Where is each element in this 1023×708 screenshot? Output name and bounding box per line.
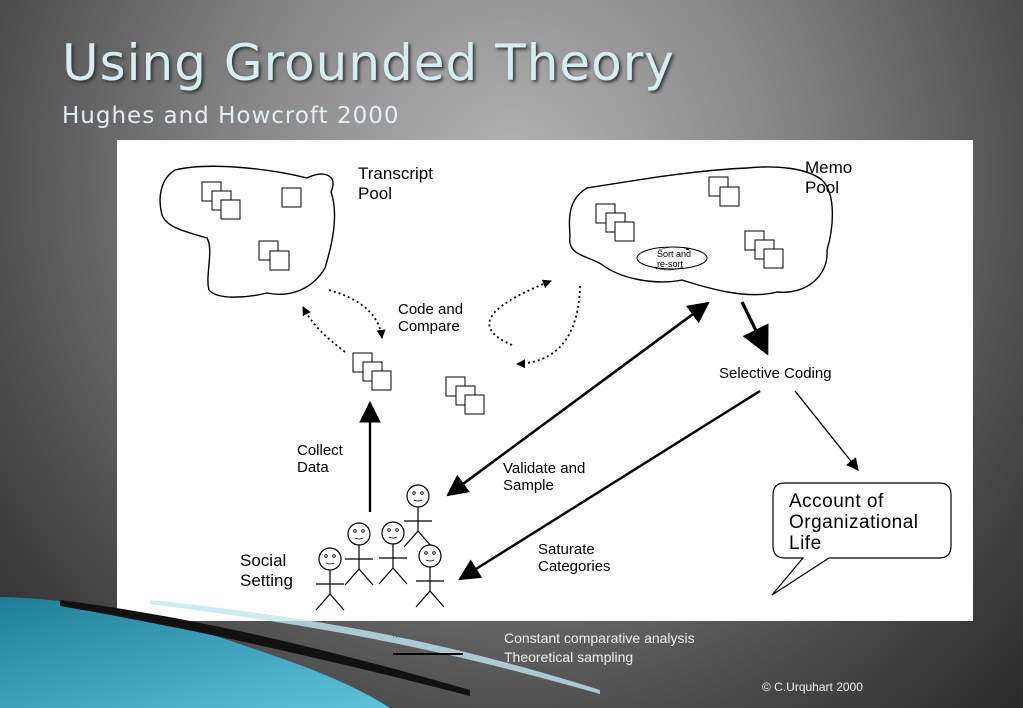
- legend-solid-label: Theoretical sampling: [504, 649, 634, 665]
- solid-arrows: [359, 301, 859, 581]
- copyright-text: © C.Urquhart 2000: [762, 680, 863, 694]
- social-setting-label: Social Setting: [240, 551, 293, 590]
- memo-pool-label: Memo Pool: [805, 158, 853, 197]
- transcript-pool-label: Transcript Pool: [358, 164, 433, 203]
- validate-sample-label: Validate and Sample: [503, 460, 586, 494]
- coded-stack-right: [446, 377, 484, 414]
- saturate-categories-label: Saturate Categories: [538, 541, 611, 575]
- dotted-arrows: [302, 279, 581, 369]
- social-setting-people: [315, 484, 445, 611]
- code-compare-label: Code and Compare: [398, 301, 464, 335]
- account-label: Account of Organizational Life: [789, 491, 919, 554]
- legend-dotted-label: Constant comparative analysis: [504, 630, 695, 646]
- transcript-single: [281, 187, 302, 208]
- slide-subtitle: Hughes and Howcroft 2000: [62, 103, 400, 129]
- diagram-canvas: [159, 165, 952, 611]
- transcript-pool-cloud: [159, 165, 336, 298]
- sort-resort-label: Sort and re-sort: [657, 249, 692, 269]
- account-speech-bubble: [771, 482, 952, 596]
- selective-coding-label: Selective Coding: [719, 365, 832, 382]
- collect-data-label: Collect Data: [297, 442, 343, 476]
- diagram-panel: Transcript Pool Memo Pool Sort and re-so…: [117, 140, 973, 621]
- coded-stack-left: [353, 353, 391, 390]
- slide-title: Using Grounded Theory: [62, 34, 675, 92]
